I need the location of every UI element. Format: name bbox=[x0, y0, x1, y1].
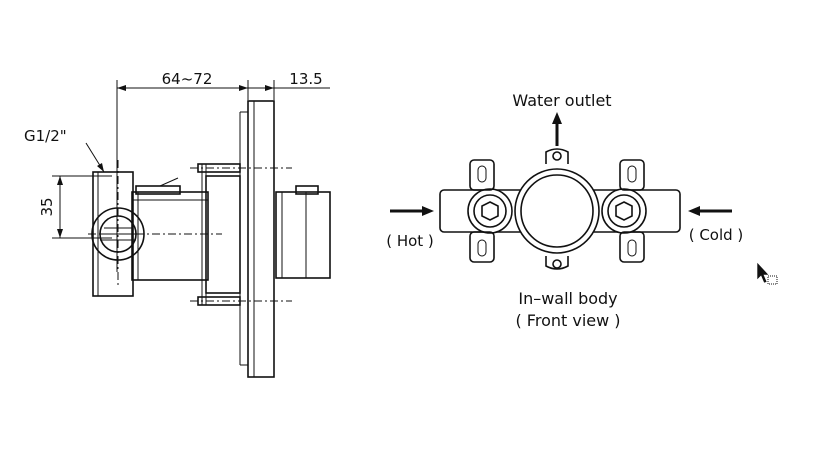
hot-arrow bbox=[390, 206, 434, 216]
plate-dimension-label: 13.5 bbox=[289, 70, 322, 88]
front-view: Water outlet ( Hot ) ( Cold ) bbox=[386, 91, 743, 330]
cartridge bbox=[275, 185, 331, 279]
water-outlet-label: Water outlet bbox=[512, 91, 611, 110]
cold-label: ( Cold ) bbox=[689, 226, 744, 244]
outlet-arrow bbox=[552, 112, 562, 146]
mouse-cursor-icon bbox=[756, 261, 778, 285]
valve-body bbox=[131, 177, 209, 281]
dimension-plate: 13.5 bbox=[248, 70, 330, 100]
dimension-depth: 64~72 bbox=[116, 70, 249, 272]
thread-label: G1/2" bbox=[24, 127, 67, 145]
hot-label: ( Hot ) bbox=[386, 232, 434, 250]
in-wall-body bbox=[439, 148, 681, 270]
cold-arrow bbox=[688, 206, 732, 216]
side-view: 64~72 13.5 35 G1/2" bbox=[24, 70, 331, 378]
dimension-height: 35 bbox=[38, 175, 112, 239]
front-view-caption-line1: In–wall body bbox=[518, 289, 617, 308]
height-dimension-label: 35 bbox=[38, 197, 56, 216]
mounting-plate bbox=[239, 100, 275, 378]
mounting-ears bbox=[469, 159, 645, 263]
thread-callout: G1/2" bbox=[24, 127, 105, 173]
front-view-caption-line2: ( Front view ) bbox=[515, 311, 620, 330]
depth-dimension-label: 64~72 bbox=[162, 70, 213, 88]
